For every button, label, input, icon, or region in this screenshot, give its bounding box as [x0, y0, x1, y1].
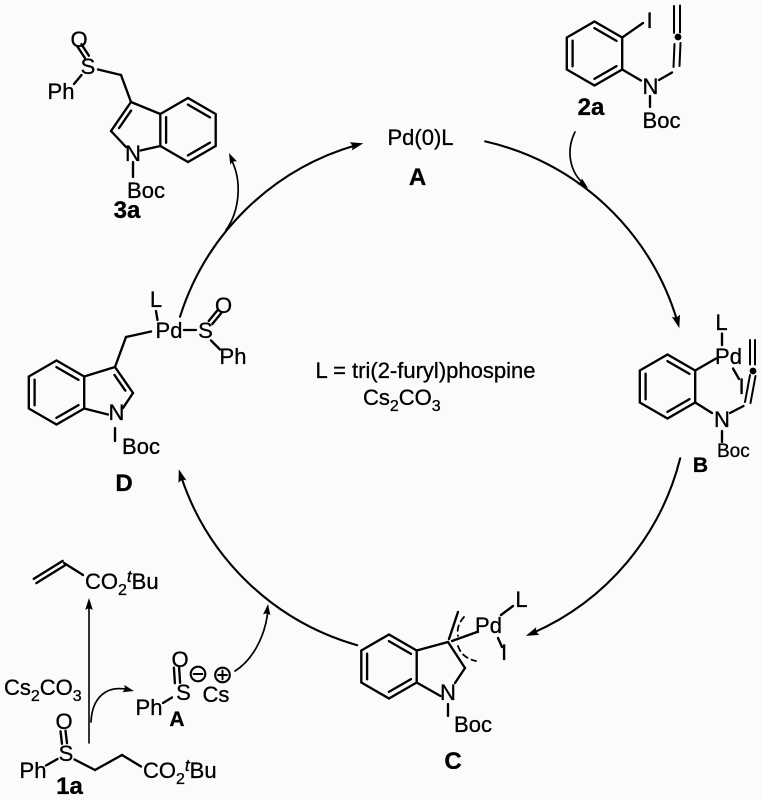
svg-text:CO2tBu: CO2tBu [85, 567, 159, 599]
svg-text:Boc: Boc [643, 108, 681, 133]
svg-text:Pd: Pd [156, 318, 183, 343]
svg-text:Cs2CO3: Cs2CO3 [4, 675, 82, 705]
svg-text:N: N [125, 141, 141, 166]
svg-text:Boc: Boc [127, 178, 165, 203]
svg-text:C: C [444, 748, 461, 775]
svg-text:L: L [515, 587, 527, 612]
svg-text:Cs2CO3: Cs2CO3 [363, 385, 441, 415]
svg-text:I: I [646, 8, 652, 33]
svg-text:S: S [198, 318, 213, 343]
svg-text:A: A [169, 708, 184, 731]
svg-text:N: N [440, 680, 456, 705]
svg-text:Ph: Ph [20, 758, 47, 783]
svg-text:O: O [215, 293, 232, 318]
svg-text:O: O [55, 709, 72, 734]
svg-text:2a: 2a [578, 94, 605, 121]
svg-text:Ph: Ph [136, 695, 163, 720]
svg-text:D: D [115, 470, 132, 497]
svg-text:L = tri(2-furyl)phospine: L = tri(2-furyl)phospine [316, 358, 536, 383]
svg-text:O: O [171, 647, 188, 672]
svg-text:L: L [150, 287, 162, 312]
svg-text:Cs: Cs [203, 682, 230, 707]
svg-text:L: L [715, 310, 727, 335]
svg-text:Pd: Pd [475, 613, 502, 638]
svg-text:Pd(0)L: Pd(0)L [387, 125, 453, 150]
svg-text:Ph: Ph [48, 79, 75, 104]
svg-text:Pd: Pd [715, 344, 742, 369]
svg-text:Boc: Boc [122, 434, 160, 459]
svg-text:3a: 3a [114, 197, 141, 224]
svg-text:N: N [714, 407, 730, 432]
svg-text:S: S [81, 54, 96, 79]
svg-text:Boc: Boc [454, 712, 492, 737]
svg-text:S: S [176, 680, 191, 705]
svg-text:O: O [70, 27, 87, 52]
svg-text:N: N [643, 74, 659, 99]
svg-text:CO2tBu: CO2tBu [143, 756, 217, 788]
svg-text:1a: 1a [56, 773, 83, 800]
svg-text:Ph: Ph [220, 344, 247, 369]
svg-text:N: N [109, 400, 125, 425]
svg-text:I: I [738, 374, 744, 399]
svg-text:A: A [409, 164, 426, 191]
svg-text:B: B [693, 454, 708, 477]
svg-text:I: I [501, 640, 507, 665]
svg-text:S: S [59, 741, 74, 766]
svg-text:Boc: Boc [717, 441, 750, 462]
